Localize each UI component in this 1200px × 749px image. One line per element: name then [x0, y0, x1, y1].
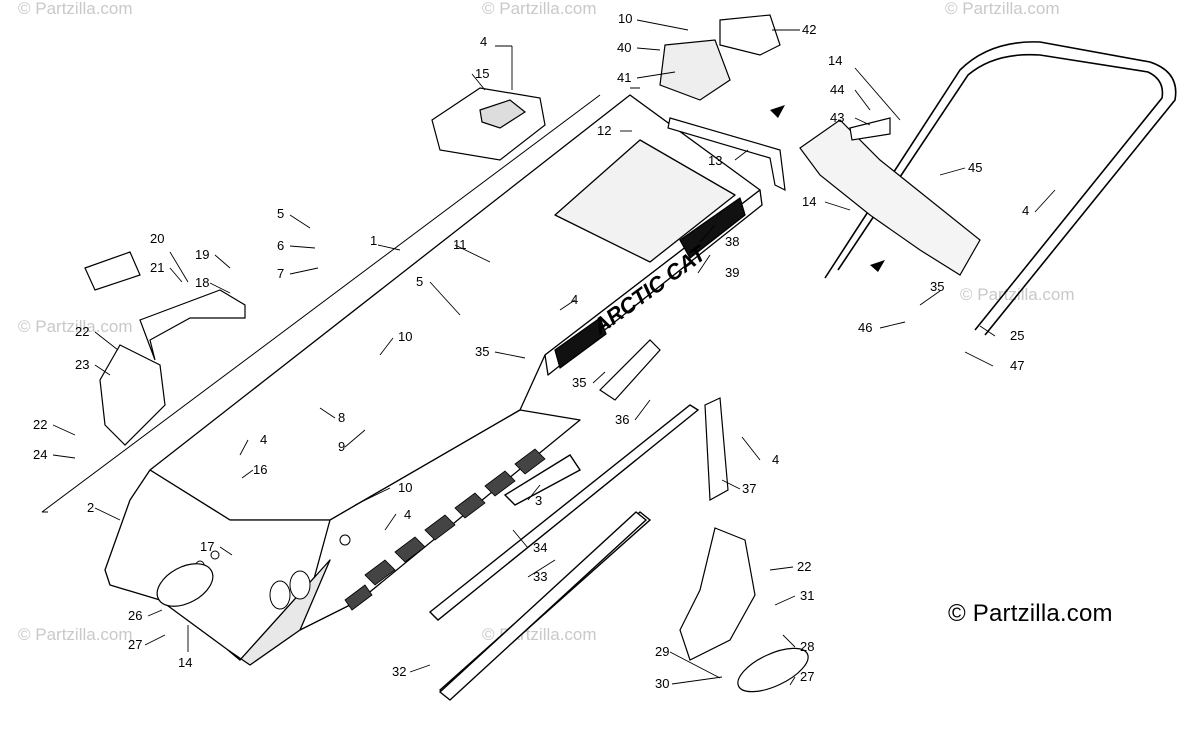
- callout-35: 35: [930, 279, 944, 294]
- callout-45: 45: [968, 160, 982, 175]
- callout-2: 2: [87, 500, 94, 515]
- callout-1: 1: [370, 233, 377, 248]
- callout-4: 4: [571, 292, 578, 307]
- part-32-bar: [438, 511, 648, 701]
- callout-5: 5: [277, 206, 284, 221]
- callout-16: 16: [253, 462, 267, 477]
- callout-13: 13: [708, 153, 722, 168]
- callout-44: 44: [830, 82, 844, 97]
- callout-40: 40: [617, 40, 631, 55]
- callout-18: 18: [195, 275, 209, 290]
- part-45-flap: [799, 117, 981, 276]
- watermark: © Partzilla.com: [18, 0, 133, 18]
- callout-28: 28: [800, 639, 814, 654]
- callout-19: 19: [195, 247, 209, 262]
- callout-4: 4: [260, 432, 267, 447]
- callout-22: 22: [75, 324, 89, 339]
- copyright-text: © Partzilla.com: [948, 600, 1113, 627]
- watermark: © Partzilla.com: [18, 625, 133, 644]
- callout-17: 17: [200, 539, 214, 554]
- callout-14: 14: [802, 194, 816, 209]
- callout-10: 10: [618, 11, 632, 26]
- watermark: © Partzilla.com: [482, 0, 597, 18]
- callout-labels: 1 2 3 4 4 4 4 4 4 5 5 6 7 8 9 10 10 10 1…: [33, 11, 1029, 691]
- watermark: © Partzilla.com: [18, 317, 133, 336]
- callout-26: 26: [128, 608, 142, 623]
- part-25-bumper: [824, 41, 1177, 336]
- callout-15: 15: [475, 66, 489, 81]
- callout-6: 6: [277, 238, 284, 253]
- part-36-37-brace: [599, 339, 729, 501]
- callout-11: 11: [453, 237, 467, 252]
- callout-27: 27: [800, 669, 814, 684]
- callout-37: 37: [742, 481, 756, 496]
- part-13-bracket: [667, 117, 786, 192]
- callout-23: 23: [75, 357, 89, 372]
- callout-29: 29: [655, 644, 669, 659]
- callout-41: 41: [617, 70, 631, 85]
- callout-24: 24: [33, 447, 47, 462]
- callout-20: 20: [150, 231, 164, 246]
- direction-arrows: [770, 105, 885, 272]
- callout-10: 10: [398, 480, 412, 495]
- callout-27: 27: [128, 637, 142, 652]
- left-mount-parts: [84, 251, 246, 446]
- callout-39: 39: [725, 265, 739, 280]
- callout-33: 33: [533, 569, 547, 584]
- callout-12: 12: [597, 123, 611, 138]
- callout-22: 22: [797, 559, 811, 574]
- callout-10: 10: [398, 329, 412, 344]
- callout-47: 47: [1010, 358, 1024, 373]
- callout-14: 14: [178, 655, 192, 670]
- part-40-42-bracket: [659, 14, 781, 101]
- callout-4: 4: [480, 34, 487, 49]
- part-15-pad: [431, 87, 546, 161]
- callout-4: 4: [1022, 203, 1029, 218]
- callout-7: 7: [277, 266, 284, 281]
- callout-31: 31: [800, 588, 814, 603]
- callout-8: 8: [338, 410, 345, 425]
- callout-5: 5: [416, 274, 423, 289]
- watermark: © Partzilla.com: [945, 0, 1060, 18]
- callout-4: 4: [772, 452, 779, 467]
- callout-32: 32: [392, 664, 406, 679]
- callout-46: 46: [858, 320, 872, 335]
- callout-4: 4: [404, 507, 411, 522]
- callout-3: 3: [535, 493, 542, 508]
- callout-34: 34: [533, 540, 547, 555]
- cooler-slots: [344, 448, 546, 611]
- callout-35: 35: [475, 344, 489, 359]
- callout-36: 36: [615, 412, 629, 427]
- footrest-parts: [156, 527, 809, 693]
- callout-30: 30: [655, 676, 669, 691]
- callout-25: 25: [1010, 328, 1024, 343]
- leader-lines: [52, 19, 1056, 686]
- frame-boundary-lines: [41, 87, 640, 513]
- callout-38: 38: [725, 234, 739, 249]
- mount-holes: [195, 534, 351, 610]
- callout-14: 14: [828, 53, 842, 68]
- callout-22: 22: [33, 417, 47, 432]
- callout-35: 35: [572, 375, 586, 390]
- callout-43: 43: [830, 110, 844, 125]
- callout-21: 21: [150, 260, 164, 275]
- callout-9: 9: [338, 439, 345, 454]
- callout-42: 42: [802, 22, 816, 37]
